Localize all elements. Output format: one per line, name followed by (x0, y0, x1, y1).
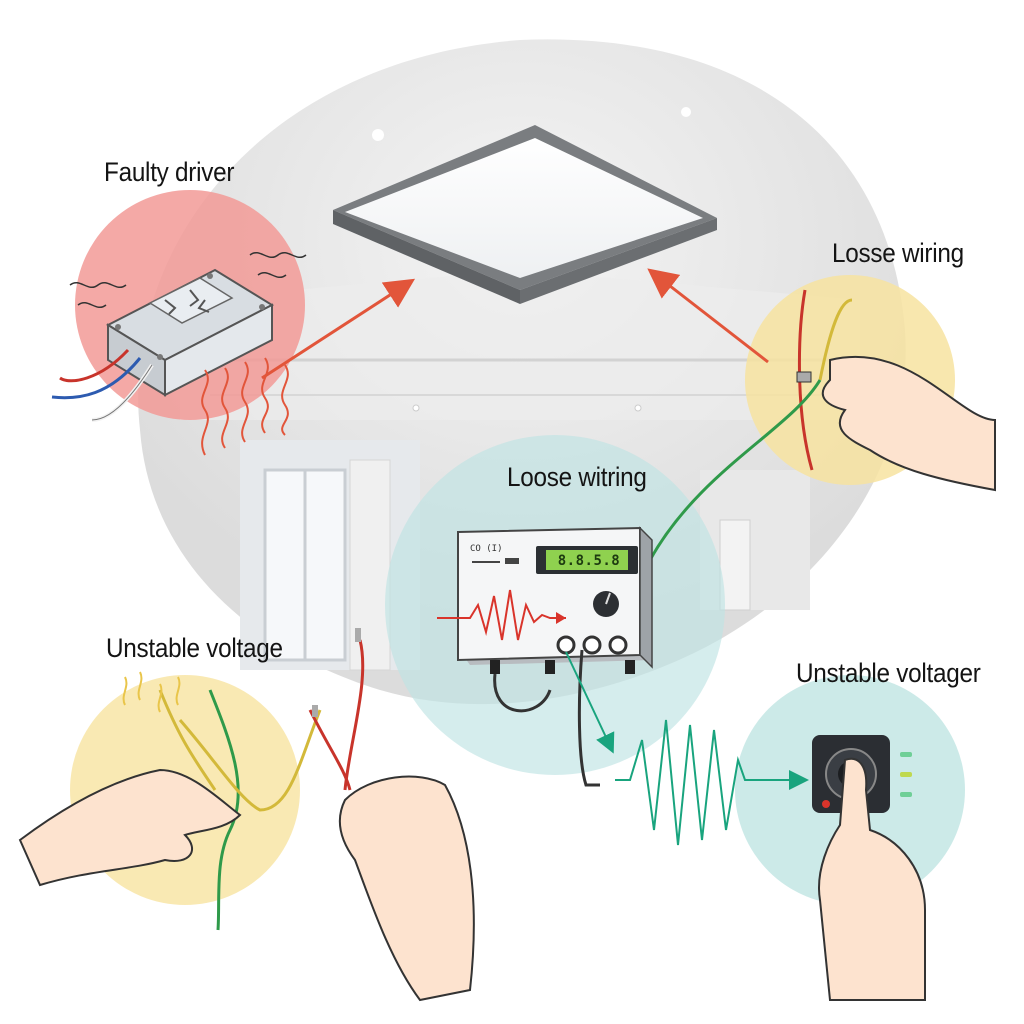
label-unstable-voltage-right: Unstable voltager (796, 658, 981, 689)
label-loose-wiring-top: Losse wiring (832, 238, 964, 269)
label-loose-wiring-center: Loose witring (507, 462, 647, 493)
meter-display: 8.8.5.8 (553, 552, 625, 570)
label-unstable-voltage-left: Unstable voltage (106, 633, 283, 664)
meter-panel-marks: CO (I) (470, 544, 503, 554)
label-faulty-driver: Faulty driver (104, 157, 234, 188)
